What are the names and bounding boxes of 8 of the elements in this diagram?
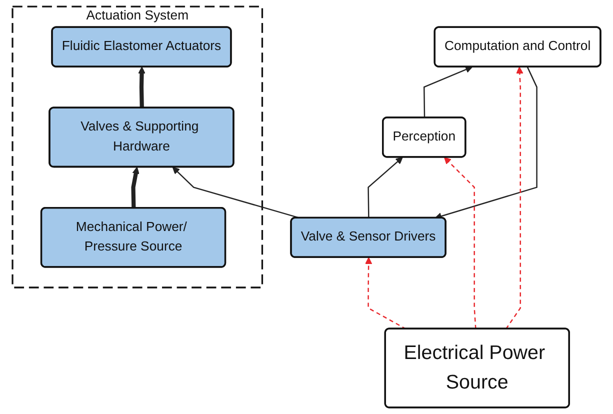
arrow — [138, 66, 146, 108]
arrow — [424, 66, 473, 118]
arrow — [365, 257, 406, 330]
arrow — [505, 66, 524, 330]
arrow — [131, 166, 140, 208]
arrow — [444, 156, 476, 330]
arrow — [368, 156, 403, 218]
arrow — [434, 66, 538, 220]
